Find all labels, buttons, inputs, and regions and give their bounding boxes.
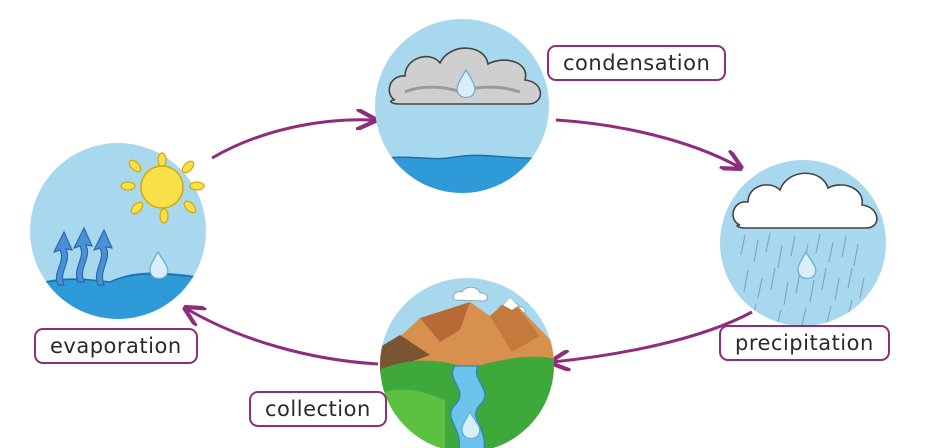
- water-drop-icon: [461, 410, 481, 440]
- label-condensation: condensation: [547, 45, 727, 81]
- arrow-precipitation-to-collection: [553, 310, 753, 362]
- rain-icon: [740, 232, 865, 326]
- ocean-icon: [375, 155, 549, 193]
- precipitation-illustration: [720, 160, 886, 326]
- sun-icon: [120, 152, 205, 224]
- rain-cloud-icon: [732, 172, 878, 229]
- water-drop-icon: [797, 250, 817, 280]
- arrow-collection-to-evaporation: [187, 309, 379, 366]
- mountains-icon: [380, 298, 554, 375]
- label-collection: collection: [249, 391, 387, 427]
- label-precipitation: precipitation: [719, 325, 890, 361]
- label-evaporation: evaporation: [34, 328, 198, 364]
- arrow-evaporation-to-condensation: [211, 120, 373, 160]
- condensation-illustration: [375, 19, 549, 193]
- collection-illustration: [380, 278, 554, 448]
- water-drop-icon: [456, 68, 476, 99]
- arrow-condensation-to-precipitation: [555, 118, 739, 167]
- water-drop-icon: [149, 250, 169, 280]
- evaporation-arrows-icon: [52, 226, 114, 286]
